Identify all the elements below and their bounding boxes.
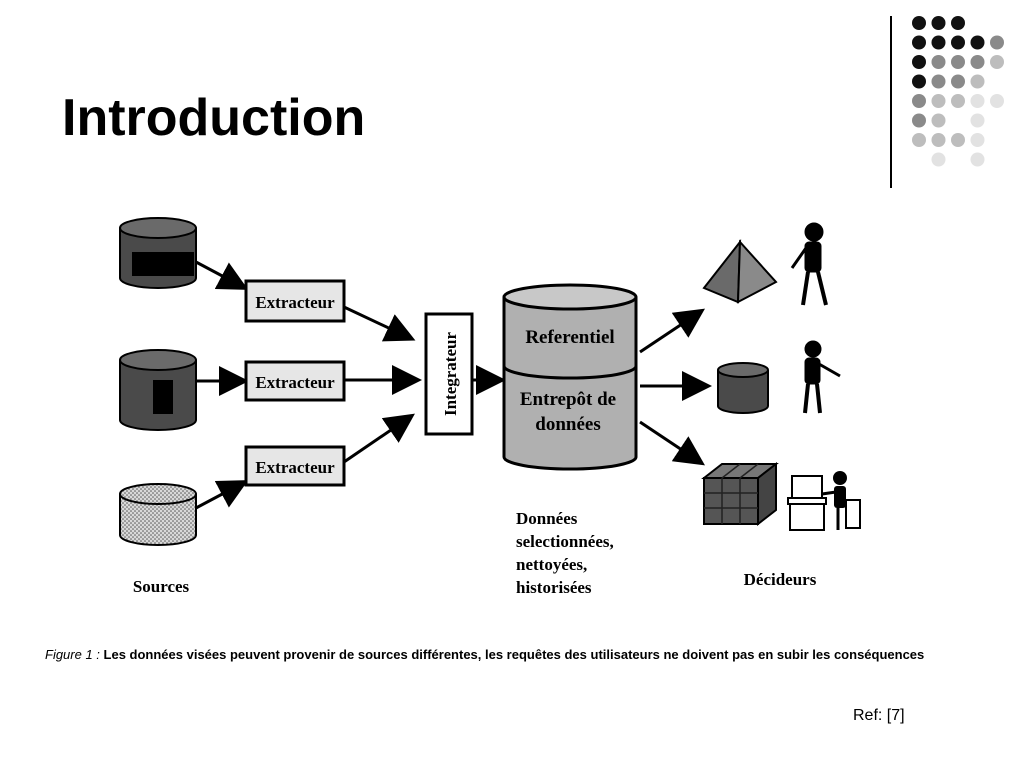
source-database-3: [119, 483, 197, 546]
decorative-dot: [970, 35, 985, 50]
title-divider: [890, 16, 892, 188]
decorative-dot: [912, 133, 926, 147]
data-desc-line4: historisées: [516, 578, 592, 597]
reference-label: Ref: [7]: [853, 707, 905, 724]
decorative-dot: [951, 94, 965, 108]
decorative-dot: [931, 16, 946, 30]
decorative-dot: [951, 16, 965, 30]
small-cylinder-icon: [717, 362, 769, 414]
decorative-dot: [970, 74, 985, 89]
decorative-dot: [951, 133, 965, 147]
decorative-dot: [912, 74, 926, 89]
decorative-dot: [912, 16, 926, 30]
source-database-1: [119, 217, 197, 289]
decorative-dot: [931, 152, 946, 167]
arrow-extractor3-integrator: [343, 413, 415, 464]
data-warehouse-diagram: Extracteur Extracteur Extracteur Integra…: [119, 217, 861, 597]
data-desc-line3: nettoyées,: [516, 555, 587, 574]
arrow-source3-extractor: [195, 480, 249, 510]
arrow-warehouse-cube: [639, 420, 705, 466]
decorative-dot: [990, 35, 1004, 50]
decorative-dot: [990, 55, 1004, 69]
decorative-dot: [912, 55, 926, 69]
decorative-dot: [912, 94, 926, 108]
source-database-2: [119, 349, 197, 431]
decorative-dot: [931, 74, 946, 89]
decorative-dot: [912, 113, 926, 128]
person-at-computer-icon: [787, 471, 861, 531]
decorative-dot-grid: [912, 16, 1004, 167]
decorative-dot: [951, 55, 965, 69]
data-warehouse-cylinder: Referentiel Entrepôt de données: [502, 283, 638, 471]
decorative-dot: [931, 133, 946, 147]
extractor-box-3: Extracteur: [244, 445, 346, 487]
extractor-label-2: Extracteur: [255, 373, 335, 392]
decorative-dot: [951, 74, 965, 89]
extractor-box-1: Extracteur: [244, 279, 346, 323]
arrow-extractor1-integrator: [343, 305, 416, 342]
sources-label: Sources: [133, 577, 190, 596]
decorative-dot: [970, 55, 985, 69]
integrator-label: Integrateur: [441, 332, 460, 416]
warehouse-top-label: Referentiel: [525, 327, 614, 348]
figure-caption-text: Les données visées peuvent provenir de s…: [103, 647, 925, 662]
person-icon-2: [803, 340, 841, 414]
warehouse-bottom-line2: données: [535, 414, 600, 435]
decorative-dot: [990, 94, 1004, 108]
arrow-source1-extractor: [195, 260, 249, 290]
decorative-dot: [970, 133, 985, 147]
extractor-label-1: Extracteur: [255, 293, 335, 312]
deciders-label: Décideurs: [744, 570, 817, 589]
extractor-box-2: Extracteur: [244, 360, 346, 402]
decorative-dot: [970, 113, 985, 128]
decorative-dot: [931, 94, 946, 108]
decorative-dot: [951, 35, 965, 50]
page-title: Introduction: [62, 89, 366, 147]
data-desc-line2: selectionnées,: [516, 532, 614, 551]
arrow-warehouse-pyramid: [639, 308, 705, 354]
decorative-dot: [931, 55, 946, 69]
warehouse-bottom-line1: Entrepôt de: [520, 389, 616, 410]
figure-label: Figure 1 :: [45, 647, 104, 662]
decorative-dot: [970, 152, 985, 167]
decorative-dot: [931, 35, 946, 50]
pyramid-icon: [702, 238, 778, 304]
decorative-dot: [970, 94, 985, 108]
figure-caption: Figure 1 : Les données visées peuvent pr…: [45, 646, 925, 664]
integrator-box: Integrateur: [424, 312, 474, 436]
extractor-label-3: Extracteur: [255, 458, 335, 477]
decorative-dot: [912, 35, 926, 50]
data-cube-icon: [701, 461, 779, 527]
decorative-dot: [931, 113, 946, 128]
data-desc-line1: Données: [516, 509, 578, 528]
person-icon-1: [790, 222, 828, 306]
